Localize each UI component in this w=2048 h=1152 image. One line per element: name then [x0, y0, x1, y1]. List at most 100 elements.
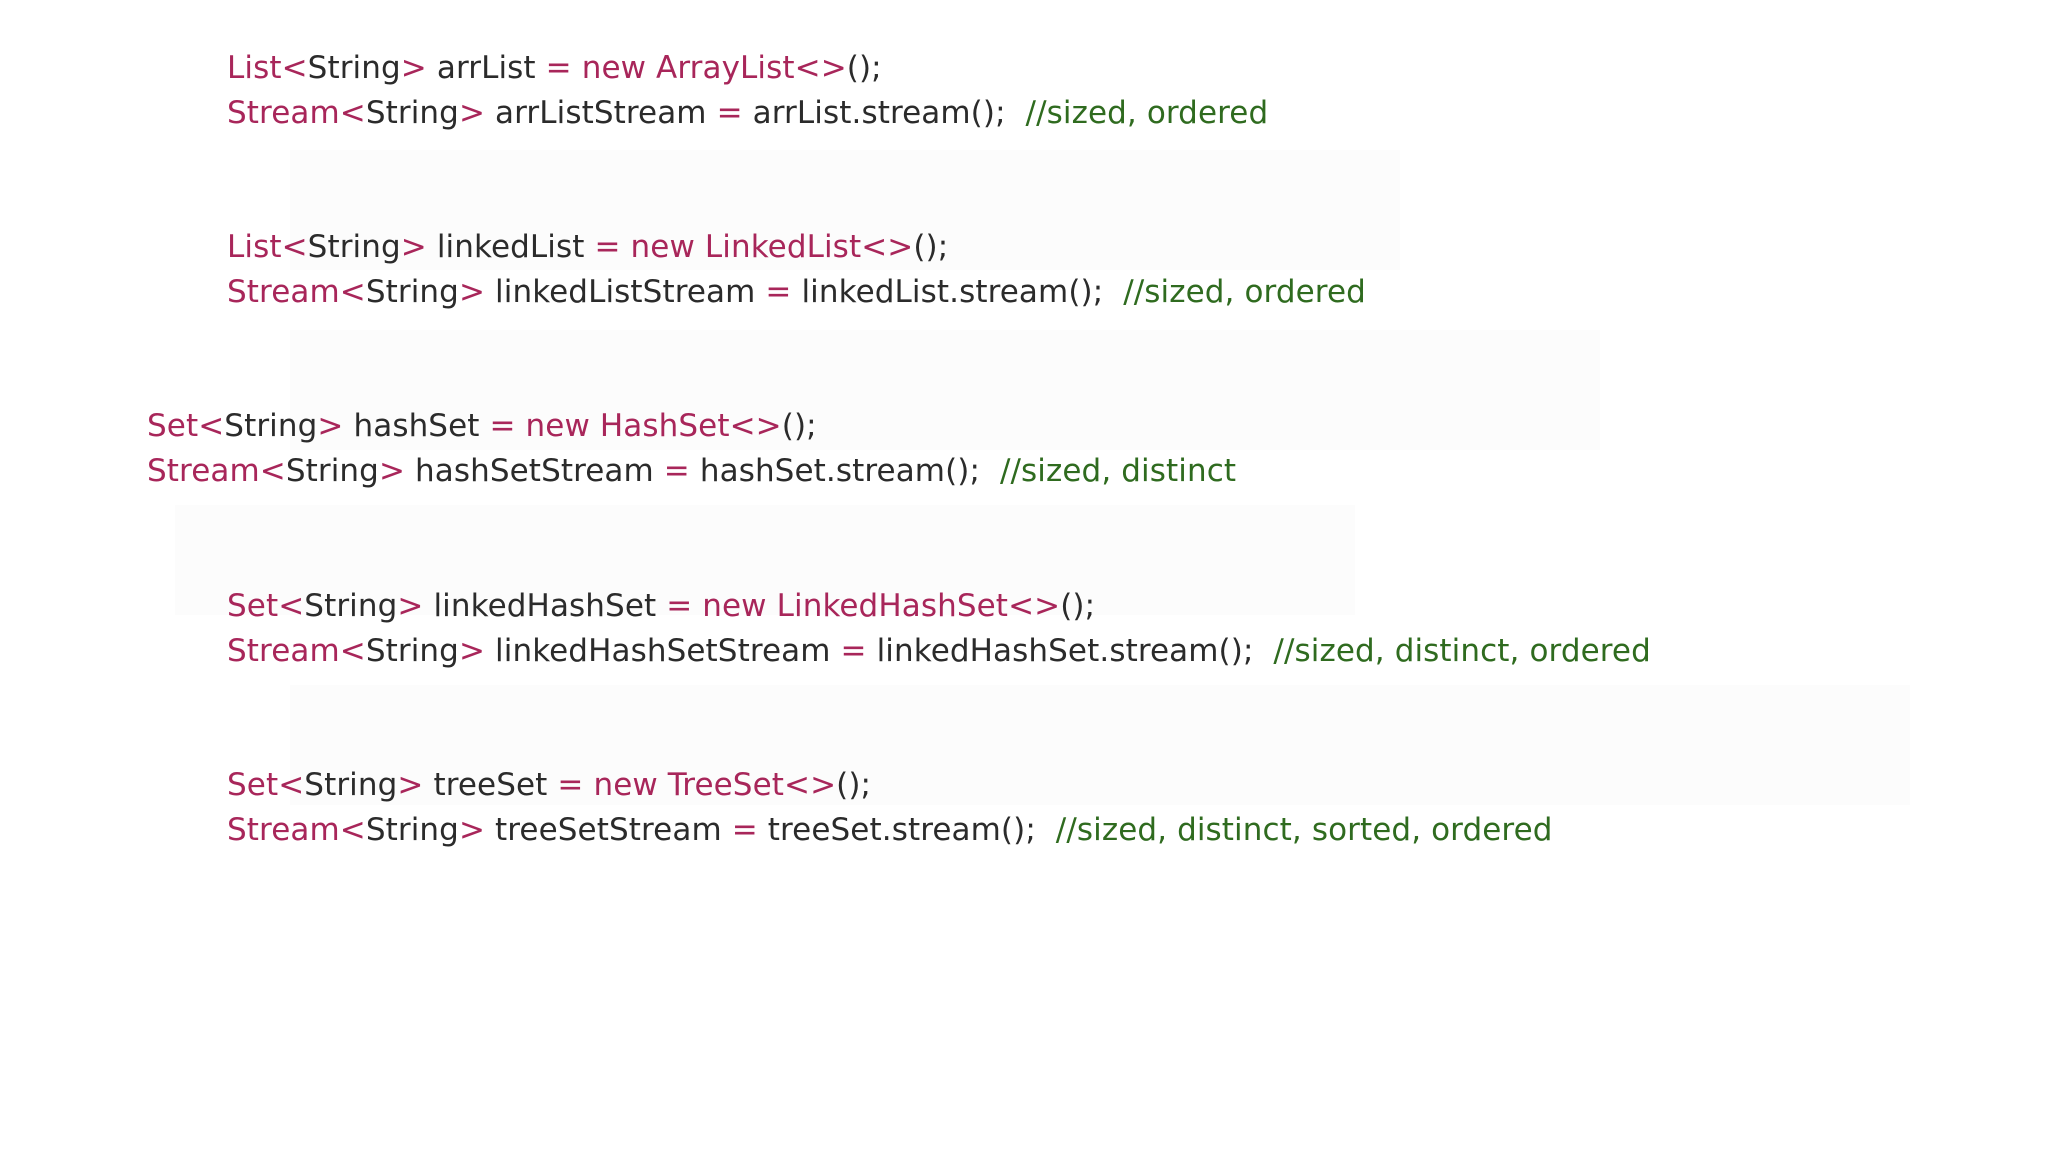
token-space	[485, 274, 495, 310]
token-space	[485, 95, 495, 131]
token-comment: //sized, ordered	[1123, 274, 1366, 310]
code-line-declaration: List<String> linkedList = new LinkedList…	[227, 225, 1366, 270]
token-space	[792, 274, 802, 310]
token-type: Stream	[147, 453, 260, 489]
token-generic-arg: String	[365, 274, 459, 310]
token-type: Stream	[227, 633, 340, 669]
token-space	[583, 767, 593, 803]
token-tail: ();	[1060, 588, 1096, 624]
token-comment: //sized, distinct, ordered	[1273, 633, 1651, 669]
token-variable: hashSetStream	[415, 453, 654, 489]
token-generic-open: <	[339, 274, 366, 310]
code-line-declaration: Set<String> linkedHashSet = new LinkedHa…	[227, 584, 1651, 629]
token-space	[536, 50, 546, 86]
token-space	[405, 453, 415, 489]
code-block-arraylist: List<String> arrList = new ArrayList<>()…	[227, 46, 1268, 136]
token-variable: linkedHashSet	[433, 588, 657, 624]
token-space	[658, 767, 668, 803]
token-space	[656, 588, 666, 624]
token-space	[590, 408, 600, 444]
token-generic-close: >	[458, 633, 486, 669]
token-generic-close: >	[317, 408, 344, 444]
token-source: arrList	[752, 95, 852, 131]
token-assign: =	[840, 633, 867, 669]
token-generic-open: <	[259, 453, 286, 489]
token-source: treeSet	[767, 812, 882, 848]
token-generic-arg: String	[365, 633, 459, 669]
token-generic-open: <	[278, 588, 305, 624]
token-diamond: <>	[861, 229, 914, 265]
token-tail: ();	[836, 767, 872, 803]
code-block-treeset: Set<String> treeSet = new TreeSet<>(); S…	[227, 763, 1553, 853]
token-assign: =	[489, 408, 516, 444]
token-generic-arg: String	[304, 767, 398, 803]
token-comment: //sized, distinct, sorted, ordered	[1055, 812, 1553, 848]
code-line-stream: Stream<String> treeSetStream = treeSet.s…	[227, 808, 1553, 853]
token-assign: =	[765, 274, 792, 310]
token-space	[424, 588, 434, 624]
token-space	[722, 812, 732, 848]
token-generic-open: <	[339, 633, 366, 669]
token-space	[585, 229, 595, 265]
token-generic-close: >	[400, 229, 427, 265]
token-space	[344, 408, 354, 444]
token-call: .stream();	[825, 453, 981, 489]
token-comment: //sized, ordered	[1025, 95, 1269, 131]
token-generic-arg: String	[307, 229, 401, 265]
token-keyword-new: new	[630, 229, 695, 265]
token-space	[547, 767, 557, 803]
token-space	[980, 453, 1000, 489]
token-space	[692, 588, 702, 624]
token-variable: arrList	[436, 50, 536, 86]
token-space	[646, 50, 656, 86]
token-source: hashSet	[699, 453, 826, 489]
token-variable: arrListStream	[495, 95, 707, 131]
token-generic-arg: String	[224, 408, 318, 444]
token-space	[485, 812, 495, 848]
token-space	[480, 408, 490, 444]
token-assign: =	[731, 812, 758, 848]
token-call: .stream();	[949, 274, 1104, 310]
token-keyword-new: new	[702, 588, 767, 624]
token-call: .stream();	[851, 95, 1006, 131]
token-call: .stream();	[881, 812, 1036, 848]
token-constructor: LinkedList	[704, 229, 862, 265]
token-diamond: <>	[784, 767, 837, 803]
token-space	[516, 408, 526, 444]
token-space	[572, 50, 582, 86]
token-diamond: <>	[729, 408, 782, 444]
token-generic-arg: String	[285, 453, 379, 489]
token-source: linkedHashSet	[876, 633, 1100, 669]
token-generic-open: <	[198, 408, 225, 444]
token-keyword-new: new	[581, 50, 647, 86]
token-space	[654, 453, 664, 489]
token-generic-close: >	[458, 95, 486, 131]
token-space	[485, 633, 495, 669]
token-comment: //sized, distinct	[999, 453, 1237, 489]
code-block-linkedlist: List<String> linkedList = new LinkedList…	[227, 225, 1366, 315]
token-variable: hashSet	[353, 408, 480, 444]
token-generic-open: <	[339, 95, 366, 131]
token-source: linkedList	[801, 274, 950, 310]
token-type: List	[227, 229, 282, 265]
token-type: List	[227, 50, 282, 86]
code-line-declaration: Set<String> hashSet = new HashSet<>();	[147, 404, 1236, 449]
token-keyword-new: new	[525, 408, 590, 444]
token-assign: =	[545, 50, 572, 86]
token-space	[1253, 633, 1273, 669]
token-constructor: HashSet	[599, 408, 730, 444]
token-generic-arg: String	[365, 812, 459, 848]
token-generic-open: <	[281, 229, 308, 265]
token-tail: ();	[913, 229, 949, 265]
token-space	[743, 95, 753, 131]
token-generic-open: <	[278, 767, 305, 803]
token-space	[758, 812, 768, 848]
token-generic-close: >	[458, 812, 486, 848]
token-generic-arg: String	[307, 50, 401, 86]
token-space	[427, 50, 437, 86]
token-variable: treeSet	[433, 767, 548, 803]
token-space	[867, 633, 877, 669]
token-space	[1103, 274, 1123, 310]
token-generic-open: <	[339, 812, 366, 848]
